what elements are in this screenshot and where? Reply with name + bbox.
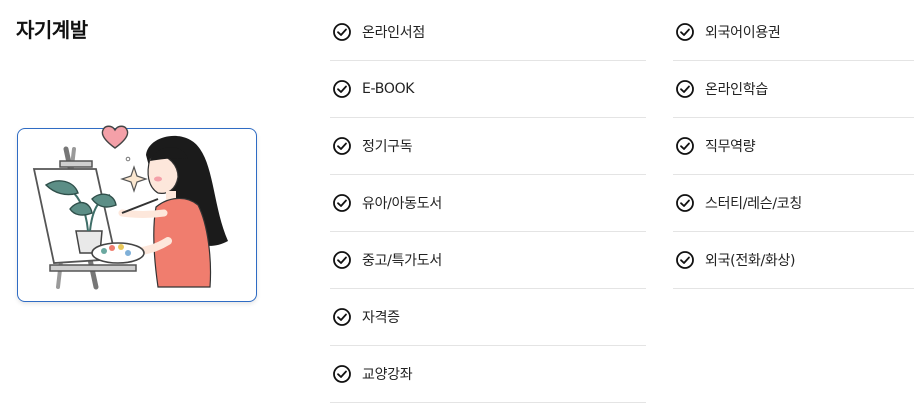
check-circle-icon [676, 23, 694, 41]
check-circle-icon [333, 251, 351, 269]
list-item[interactable]: 온라인학습 [673, 61, 914, 118]
list-item[interactable]: 온라인서점 [330, 4, 646, 61]
list-item-label: 직무역량 [705, 139, 756, 155]
list-item[interactable]: 외국어이용권 [673, 4, 914, 61]
section-title: 자기계발 [16, 18, 88, 42]
check-circle-icon [333, 308, 351, 326]
list-item-label: 자격증 [362, 310, 400, 326]
service-list-column-1: 온라인서점 E-BOOK 정기구독 유아/아동도서 중고/특가도서 자격증 교양… [330, 4, 646, 403]
list-item-label: E-BOOK [362, 81, 415, 97]
check-circle-icon [333, 137, 351, 155]
check-circle-icon [676, 137, 694, 155]
list-item-label: 외국(전화/화상) [705, 253, 796, 269]
list-item-label: 온라인학습 [705, 82, 768, 98]
list-item[interactable]: 정기구독 [330, 118, 646, 175]
check-circle-icon [333, 23, 351, 41]
check-circle-icon [676, 251, 694, 269]
heart-icon [101, 125, 129, 149]
list-item[interactable]: 스터티/레슨/코칭 [673, 175, 914, 232]
list-item[interactable]: 중고/특가도서 [330, 232, 646, 289]
list-item[interactable]: E-BOOK [330, 61, 646, 118]
list-item[interactable]: 직무역량 [673, 118, 914, 175]
list-item[interactable]: 외국(전화/화상) [673, 232, 914, 289]
list-item-label: 스터티/레슨/코칭 [705, 196, 802, 212]
check-circle-icon [333, 365, 351, 383]
service-list-column-2: 외국어이용권 온라인학습 직무역량 스터티/레슨/코칭 외국(전화/화상) [673, 4, 914, 289]
list-item[interactable]: 유아/아동도서 [330, 175, 646, 232]
list-item-label: 교양강좌 [362, 367, 413, 383]
list-item-label: 온라인서점 [362, 25, 425, 41]
list-item-label: 유아/아동도서 [362, 196, 442, 212]
check-circle-icon [333, 80, 351, 98]
check-circle-icon [676, 194, 694, 212]
list-item[interactable]: 자격증 [330, 289, 646, 346]
list-item-label: 외국어이용권 [705, 25, 781, 41]
list-item[interactable]: 교양강좌 [330, 346, 646, 403]
self-development-illustration [17, 128, 257, 302]
check-circle-icon [333, 194, 351, 212]
check-circle-icon [676, 80, 694, 98]
list-item-label: 정기구독 [362, 139, 413, 155]
list-item-label: 중고/특가도서 [362, 253, 442, 269]
